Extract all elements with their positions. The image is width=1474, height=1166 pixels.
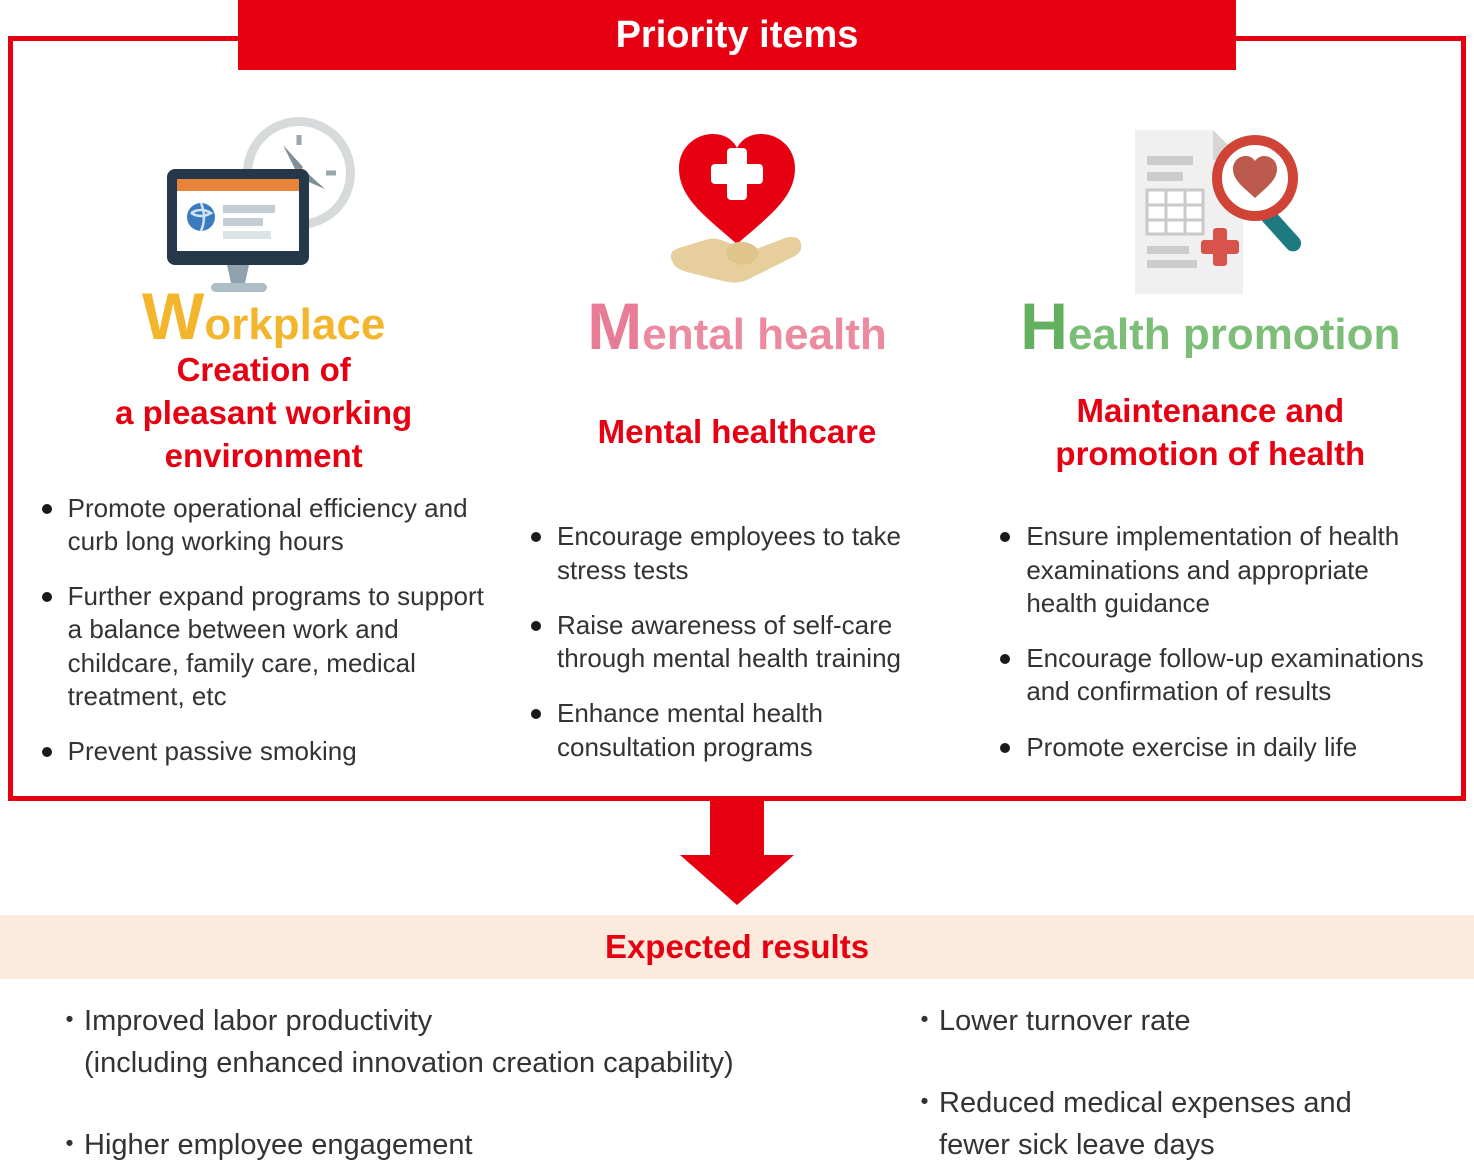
result-item: ・ Higher employee engagement [55,1124,855,1166]
health-promotion-bullet: Encourage follow-up examinations and con… [996,642,1424,709]
mental-health-bullet: Enhance mental health consultation progr… [527,697,947,764]
expected-results-band: Expected results [0,915,1474,979]
health-promotion-title-initial: H [1020,289,1068,364]
mental-health-title-rest: ental health [642,310,887,360]
health-promotion-bullet: Ensure implementation of health examinat… [996,520,1424,620]
workplace-icon [149,111,379,311]
expected-results-right-column: ・ Lower turnover rate ・ Reduced medical … [910,1000,1450,1166]
result-text: Higher employee engagement [84,1129,473,1162]
down-arrow-stem [710,801,764,855]
bullet-dot: ・ [910,1005,940,1037]
result-text: Lower turnover rate [939,1005,1191,1037]
priority-items-title: Priority items [615,13,859,56]
health-promotion-title-rest: ealth promotion [1067,310,1401,360]
expected-results-left-column: ・ Improved labor productivity (including… [55,1000,855,1166]
medical-cross [1201,228,1240,267]
mental-health-bullet: Raise awareness of self-care through men… [527,609,947,676]
mental-health-title-initial: M [587,289,643,364]
workplace-bullet-list: Promote operational efficiency and curb … [38,492,490,791]
workplace-heading: Creation of a pleasant working environme… [115,351,413,474]
mental-health-bullet-list: Encourage employees to take stress tests… [527,520,947,786]
monitor-toolbar [176,179,299,191]
health-promotion-bullet: Promote exercise in daily life [996,731,1424,764]
expected-results-title: Expected results [604,928,870,965]
down-arrow [680,801,794,905]
health-promotion-column: Health promotion Maintenance and promoti… [974,111,1447,786]
workplace-bullet: Further expand programs to support a bal… [38,580,490,713]
result-text: Improved labor productivity (including e… [84,1005,734,1080]
monitor-stand [226,265,249,283]
clock-hand-hour [282,145,303,173]
lens-heart [1233,156,1278,199]
monitor-base [210,283,267,292]
result-item: ・ Lower turnover rate [910,1000,1450,1042]
hand-cup [725,241,759,266]
mental-health-column: Mental health Mental healthcare Encourag… [500,111,973,786]
bullet-dot: ・ [910,1087,940,1120]
mental-health-icon [627,111,847,321]
expected-results-content: ・ Improved labor productivity (including… [0,1000,1474,1166]
result-item: ・ Reduced medical expenses and fewer sic… [910,1082,1450,1166]
health-promotion-title: Health promotion [1020,293,1400,359]
mental-health-title: Mental health [587,293,886,359]
workplace-bullet: Promote operational efficiency and curb … [38,492,490,559]
mental-health-heading: Mental healthcare [597,413,877,451]
mental-health-bullet: Encourage employees to take stress tests [527,520,947,587]
health-promotion-heading: Maintenance and promotion of health [1055,392,1366,472]
cross-horizontal [710,164,763,185]
magnifier-handle [1261,208,1302,252]
workplace-title: Workplace [142,283,385,349]
workplace-column: Workplace Creation of a pleasant working… [27,111,500,786]
workplace-title-rest: orkplace [204,300,386,349]
magnifier [1212,135,1302,252]
heart-hand-icon [670,134,802,283]
result-text: Reduced medical expenses and fewer sick … [939,1087,1352,1162]
workplace-bullet: Prevent passive smoking [38,735,490,768]
bullet-dot: ・ [55,1129,85,1162]
priority-items-box: Workplace Creation of a pleasant working… [8,36,1466,801]
document-magnifier-icon [1135,130,1302,295]
health-promotion-icon [1095,111,1325,321]
bullet-dot: ・ [55,1005,85,1037]
document-grid [1145,188,1205,236]
health-promotion-bullet-list: Ensure implementation of health examinat… [996,520,1424,786]
result-item: ・ Improved labor productivity (including… [55,1000,855,1084]
down-arrow-head [680,855,794,905]
workplace-title-initial: W [142,279,205,353]
priority-items-banner: Priority items [238,0,1236,70]
monitor-clock-icon [166,117,355,292]
